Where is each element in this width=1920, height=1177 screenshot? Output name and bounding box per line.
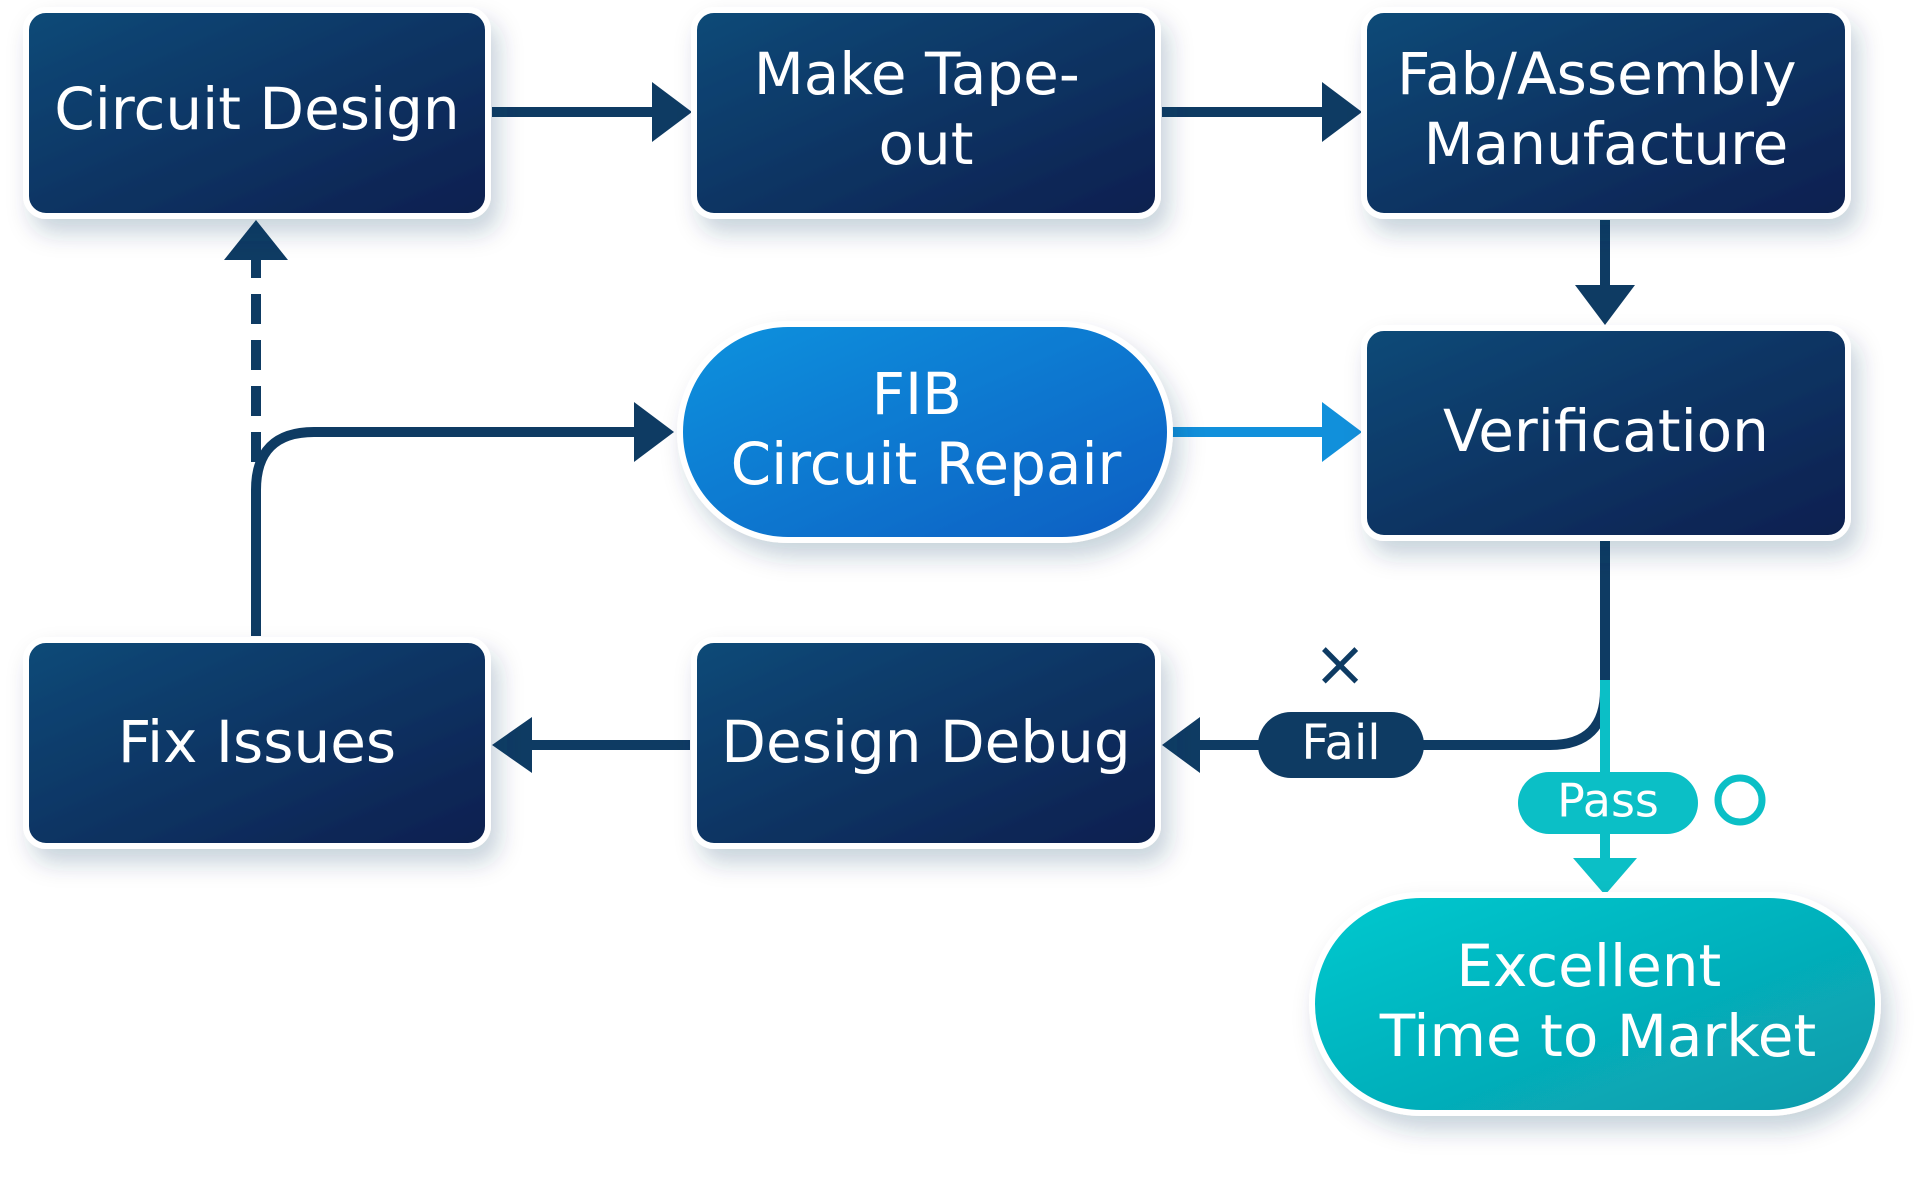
fail-label: Fail [1258, 712, 1424, 778]
node-ttm-line-2: Time to Market [1379, 1002, 1816, 1070]
node-fib-line-1: FIB [872, 360, 962, 428]
node-verification: Verification [1361, 325, 1851, 541]
svg-text:Fix Issues: Fix Issues [118, 708, 396, 776]
node-fix-issues-line-1: Fix Issues [118, 708, 396, 776]
arrow-fib-to-verification [1170, 402, 1362, 462]
arrow-fixissues-to-design-dashed [224, 220, 288, 462]
node-fib-circuit-repair: FIB Circuit Repair [677, 321, 1173, 543]
pass-circle-icon [1714, 774, 1766, 826]
svg-text:Circuit Design: Circuit Design [54, 75, 459, 143]
arrow-design-to-tapeout [492, 82, 692, 142]
node-design-debug: Design Debug [691, 637, 1161, 849]
svg-text:Excellent Time to Market: Excellent Time to Market [1379, 932, 1816, 1070]
node-make-tapeout-line-1: Make Tape- [754, 40, 1080, 108]
node-make-tapeout: Make Tape- out [691, 7, 1161, 219]
svg-text:Design Debug: Design Debug [721, 708, 1130, 776]
node-ttm-line-1: Excellent [1456, 932, 1721, 1000]
svg-text:FIB Circuit Repair: FIB Circuit Repair [731, 360, 1122, 498]
arrow-debug-to-fixissues [492, 717, 690, 773]
node-fab-assembly: Fab/Assembly Manufacture [1361, 7, 1851, 219]
pass-label-text: Pass [1557, 774, 1659, 828]
svg-text:Fab/Assembly Manufacture: Fab/Assembly Manufacture [1397, 40, 1815, 178]
fail-label-text: Fail [1301, 715, 1380, 771]
node-excellent-time-to-market: Excellent Time to Market [1309, 892, 1881, 1116]
svg-text:Make Tape- out: Make Tape- out [754, 40, 1098, 178]
pass-label: Pass [1518, 772, 1698, 834]
node-fib-line-2: Circuit Repair [731, 430, 1122, 498]
arrow-fixissues-to-fib [251, 402, 674, 636]
fail-x-icon: × [1313, 628, 1367, 702]
arrow-tapeout-to-fab [1162, 82, 1362, 142]
node-fab-assembly-line-2: Manufacture [1424, 110, 1789, 178]
node-verification-line-1: Verification [1443, 397, 1769, 465]
node-circuit-design-line-1: Circuit Design [54, 75, 459, 143]
svg-text:Verification: Verification [1443, 397, 1769, 465]
arrow-fab-to-verification [1575, 220, 1635, 325]
connectors [224, 82, 1637, 895]
node-fab-assembly-line-1: Fab/Assembly [1397, 40, 1797, 108]
node-make-tapeout-line-2: out [879, 110, 974, 178]
node-circuit-design: Circuit Design [23, 7, 491, 219]
node-design-debug-line-1: Design Debug [721, 708, 1130, 776]
node-fix-issues: Fix Issues [23, 637, 491, 849]
